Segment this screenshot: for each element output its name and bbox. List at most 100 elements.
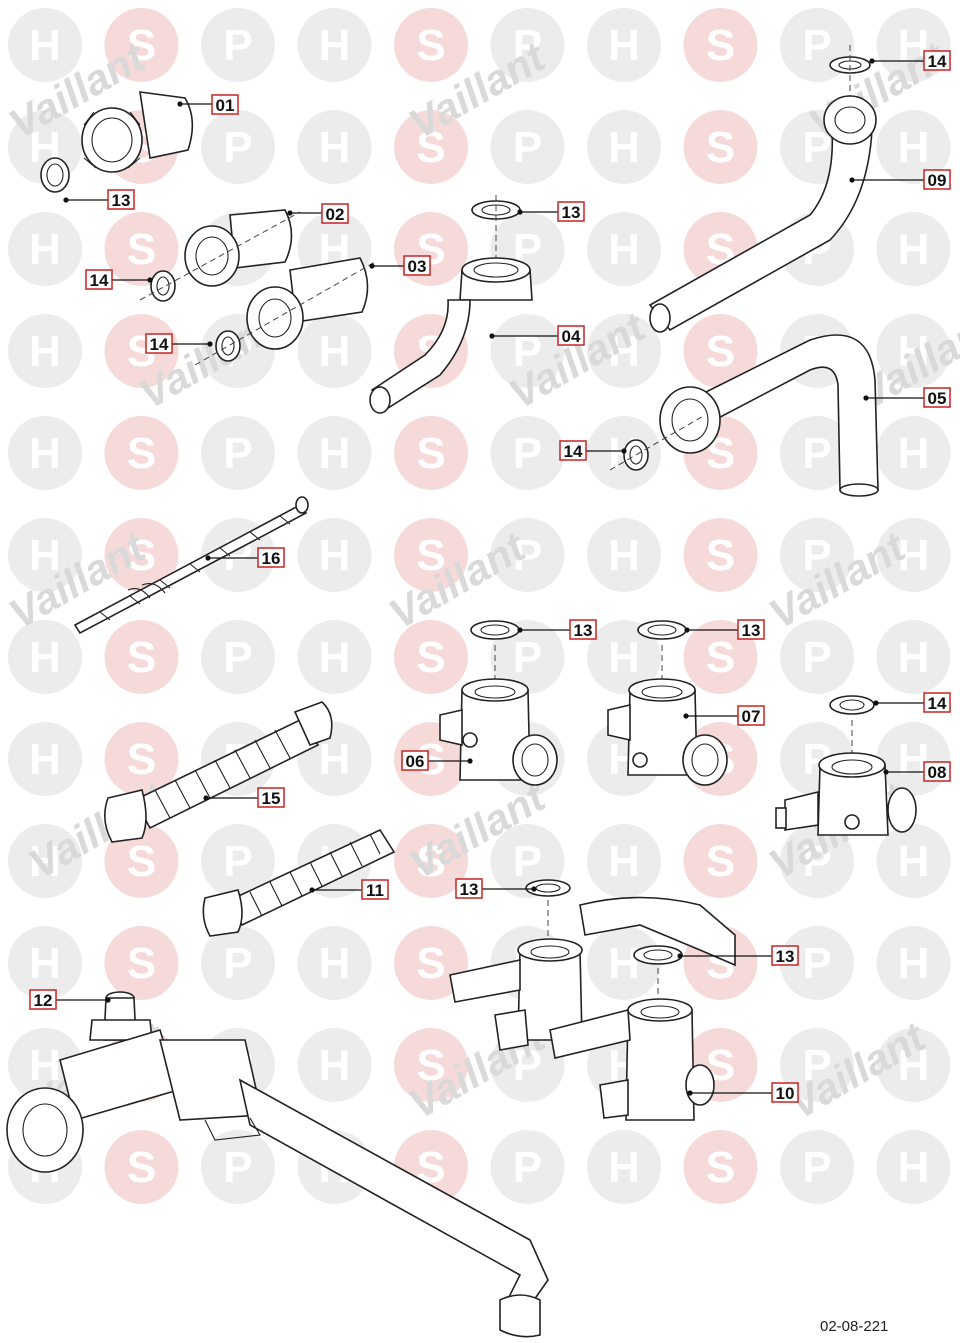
watermark-circle (201, 824, 275, 898)
watermark-letter: H (608, 1143, 640, 1192)
part-12-pipe-assembly (6, 991, 549, 1338)
watermark-circle (587, 620, 661, 694)
svg-text:07: 07 (742, 707, 761, 726)
callout-11[interactable]: 11 (361, 879, 389, 900)
svg-text:03: 03 (408, 257, 427, 276)
watermark-circle (104, 416, 179, 490)
watermark-circle (104, 1130, 179, 1204)
leader-06 (428, 758, 473, 764)
watermark-letter: P (223, 837, 252, 886)
callout-14[interactable]: 14 (923, 50, 951, 71)
callout-14[interactable]: 14 (559, 440, 587, 461)
watermark-letter: S (706, 327, 735, 376)
watermark-circle (780, 824, 854, 898)
leader-13-b (517, 209, 558, 215)
watermark-letter: H (319, 939, 351, 988)
watermark-letter: P (802, 429, 831, 478)
watermark-letter: H (319, 1041, 351, 1090)
callout-16[interactable]: 16 (257, 547, 285, 568)
watermark-letter: H (29, 633, 61, 682)
leader-11 (309, 887, 362, 893)
watermark-letter: H (29, 21, 61, 70)
watermark-letter: S (416, 429, 445, 478)
callout-13[interactable]: 13 (557, 201, 585, 222)
watermark-circle (297, 416, 372, 490)
callout-13[interactable]: 13 (455, 878, 483, 899)
watermark-letter: P (802, 939, 831, 988)
callout-10[interactable]: 10 (771, 1082, 799, 1103)
leader-13-a (63, 197, 108, 203)
watermark-circle (8, 518, 82, 592)
watermark-letter: S (416, 633, 445, 682)
watermark-letter: P (513, 837, 542, 886)
watermark-circle (587, 1130, 661, 1204)
callout-08[interactable]: 08 (923, 761, 951, 782)
watermark-circle (587, 926, 661, 1000)
watermark-letter: P (802, 837, 831, 886)
watermark-letter: S (127, 429, 156, 478)
watermark-letter: P (513, 327, 542, 376)
watermark-letter: S (127, 633, 156, 682)
svg-text:14: 14 (928, 52, 947, 71)
leader-13-e (482, 886, 537, 892)
watermark-circle (876, 314, 951, 388)
watermark-letter: H (29, 939, 61, 988)
watermark-letter: H (608, 837, 640, 886)
watermark-circle (394, 110, 468, 184)
watermark-letter: P (513, 633, 542, 682)
callout-07[interactable]: 07 (737, 705, 765, 726)
watermark-circle (394, 926, 468, 1000)
watermark-letter: H (608, 633, 640, 682)
watermark-circle (297, 8, 372, 82)
watermark-letter: P (513, 1041, 542, 1090)
watermark-letter: S (127, 225, 156, 274)
watermark-circle (201, 8, 275, 82)
callout-13[interactable]: 13 (569, 619, 597, 640)
watermark-circle (876, 620, 951, 694)
svg-text:11: 11 (366, 881, 384, 900)
part-05-u-pipe (609, 334, 879, 497)
watermark-circle (394, 8, 468, 82)
leader-13-c (517, 627, 570, 633)
watermark-circle (8, 620, 82, 694)
callout-13[interactable]: 13 (107, 189, 135, 210)
callout-13[interactable]: 13 (771, 945, 799, 966)
callout-13[interactable]: 13 (737, 619, 765, 640)
callout-09[interactable]: 09 (923, 169, 951, 190)
watermark-circle (683, 314, 758, 388)
watermark-circle (683, 824, 758, 898)
callout-01[interactable]: 01 (211, 94, 239, 115)
watermark-circle (683, 1130, 758, 1204)
callout-12[interactable]: 12 (29, 989, 57, 1010)
watermark-circle (780, 518, 854, 592)
callout-05[interactable]: 05 (923, 387, 951, 408)
watermark-letter: H (898, 531, 930, 580)
callout-15[interactable]: 15 (257, 787, 285, 808)
leader-14-b (172, 341, 213, 347)
watermark-circle (780, 926, 854, 1000)
watermark-letter: P (802, 633, 831, 682)
watermark-circle (394, 416, 468, 490)
watermark-letter: S (706, 633, 735, 682)
watermark-circle (201, 926, 275, 1000)
callout-04[interactable]: 04 (557, 325, 585, 346)
leader-03 (369, 263, 404, 269)
callout-14[interactable]: 14 (145, 333, 173, 354)
watermark-letter: H (319, 735, 351, 784)
callout-labels: 01 13 02 14 03 14 13 04 14 09 05 14 16 1… (29, 50, 951, 1103)
watermark-circle (104, 620, 179, 694)
callout-14[interactable]: 14 (923, 692, 951, 713)
callout-06[interactable]: 06 (401, 750, 429, 771)
drawing-code: 02-08-221 (820, 1318, 889, 1335)
watermark-circle (587, 8, 661, 82)
watermark-letter: H (319, 429, 351, 478)
callout-02[interactable]: 02 (321, 203, 349, 224)
watermark-letter: H (898, 939, 930, 988)
part-15-corrugated-hose (104, 701, 333, 843)
watermark-circle (876, 926, 951, 1000)
part-03-pipe-connector (194, 257, 376, 366)
callout-14[interactable]: 14 (85, 269, 113, 290)
callout-03[interactable]: 03 (403, 255, 431, 276)
leader-15 (203, 795, 258, 801)
